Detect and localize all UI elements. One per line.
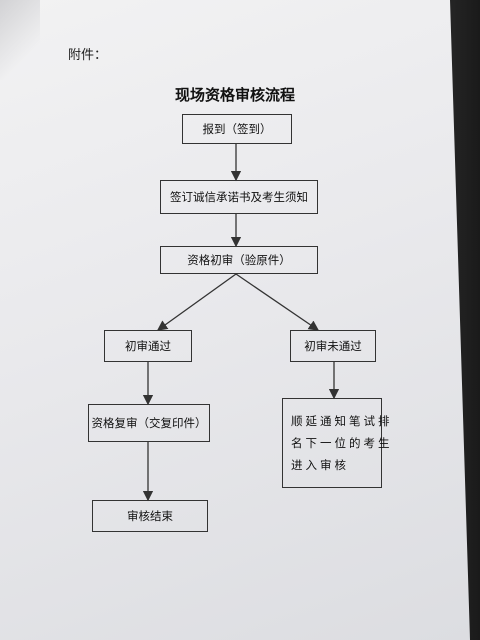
fail-action-line-3: 进入审核	[291, 458, 349, 472]
node-initial-review: 资格初审（验原件）	[160, 246, 318, 274]
paper-sheet: 附件： 现场资格审核流程 报到（签到） 签订诚信承诺书及考生须知 资格初审（验原…	[0, 0, 470, 640]
node-fail: 初审未通过	[290, 330, 376, 362]
flow-arrows	[142, 170, 340, 502]
arrow-initial-fail	[235, 273, 320, 331]
fail-action-line-2: 名下一位的考生	[291, 436, 393, 450]
node-pass: 初审通过	[104, 330, 192, 362]
node-recheck: 资格复审（交复印件）	[88, 404, 210, 442]
fail-action-line-1: 顺延通知笔试排	[291, 414, 393, 428]
diagram-title: 现场资格审核流程	[174, 86, 295, 104]
node-sign: 签订诚信承诺书及考生须知	[160, 180, 318, 214]
node-end: 审核结束	[92, 500, 208, 532]
node-checkin: 报到（签到）	[182, 114, 292, 144]
paper-shadow	[0, 0, 40, 80]
attachment-label: 附件：	[68, 48, 108, 63]
arrow-initial-pass	[156, 273, 237, 331]
node-fail-action: 顺延通知笔试排 名下一位的考生 进入审核	[282, 398, 393, 488]
